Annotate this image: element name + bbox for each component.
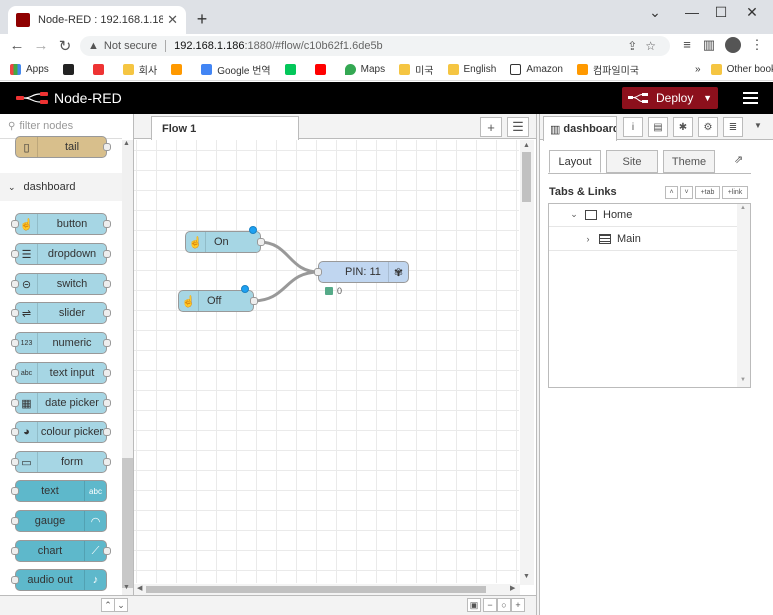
canvas-vertical-thumb[interactable]	[522, 152, 531, 202]
sidebar-tab-dashboard[interactable]: ▥ dashboard	[543, 116, 617, 141]
context-data-icon[interactable]: ≣	[723, 117, 743, 137]
flow-node-off[interactable]: ☝ Off	[178, 290, 254, 312]
tab-theme[interactable]: Theme	[663, 150, 715, 173]
canvas-vertical-scrollbar[interactable]	[520, 140, 534, 585]
changed-indicator	[241, 285, 249, 293]
help-book-icon[interactable]: ▤	[648, 117, 668, 137]
navigator-icon[interactable]: ▣	[467, 598, 481, 612]
zoom-out-icon[interactable]: −	[483, 598, 497, 612]
zoom-in-icon[interactable]: +	[511, 598, 525, 612]
tabs-links-heading: Tabs & Links	[549, 186, 617, 198]
group-table-icon	[599, 234, 611, 244]
debug-bug-icon[interactable]: ✱	[673, 117, 693, 137]
scroll-down-icon[interactable]: ▼	[740, 377, 746, 383]
collapse-all-button[interactable]: ˄	[665, 186, 678, 199]
scroll-left-icon[interactable]: ◀	[137, 584, 142, 592]
tree-item-main[interactable]: › Main	[549, 227, 737, 251]
bar-chart-icon: ▥	[550, 123, 560, 136]
hand-pointer-icon: ☝	[186, 232, 206, 252]
output-port[interactable]	[257, 238, 265, 246]
status-dot	[325, 287, 333, 295]
wire-on-to-pin[interactable]	[259, 242, 319, 272]
changed-indicator	[249, 226, 257, 234]
scroll-up-icon[interactable]: ▲	[740, 205, 746, 211]
flow-node-on[interactable]: ☝ On	[185, 231, 261, 253]
scroll-up-icon[interactable]: ▲	[523, 142, 530, 149]
scroll-right-icon[interactable]: ▶	[510, 584, 515, 592]
chevron-right-icon: ›	[581, 234, 595, 244]
chevron-down-icon: ⌄	[567, 209, 581, 220]
node-status: 0	[325, 286, 342, 296]
expand-all-button[interactable]: ˅	[680, 186, 693, 199]
tab-layout[interactable]: Layout	[549, 150, 601, 173]
zoom-reset-icon[interactable]: ○	[497, 598, 511, 612]
add-tab-button[interactable]: +tab	[695, 186, 720, 199]
output-port[interactable]	[250, 297, 258, 305]
sidebar-menu-caret-icon[interactable]: ▼	[754, 121, 762, 130]
wire-off-to-pin[interactable]	[252, 272, 319, 301]
raspberry-pi-icon: ✾	[388, 262, 408, 282]
config-gear-icon[interactable]: ⚙	[698, 117, 718, 137]
open-dashboard-external-icon[interactable]: ⇗	[734, 153, 743, 166]
hand-pointer-icon: ☝	[179, 291, 199, 311]
tab-icon	[585, 210, 597, 220]
input-port[interactable]	[314, 268, 322, 276]
tree-item-home[interactable]: ⌄ Home	[549, 203, 737, 227]
tree-scrollbar[interactable]	[737, 204, 750, 387]
add-link-button[interactable]: +link	[722, 186, 748, 199]
dashboard-subtabs: Layout Site Theme	[549, 150, 719, 174]
flow-node-rpi-gpio-out[interactable]: PIN: 11 ✾	[318, 261, 409, 283]
scroll-down-icon[interactable]: ▼	[523, 573, 530, 580]
canvas-horizontal-thumb[interactable]	[146, 586, 486, 593]
tab-site[interactable]: Site	[606, 150, 658, 173]
info-tab-icon[interactable]: i	[623, 117, 643, 137]
